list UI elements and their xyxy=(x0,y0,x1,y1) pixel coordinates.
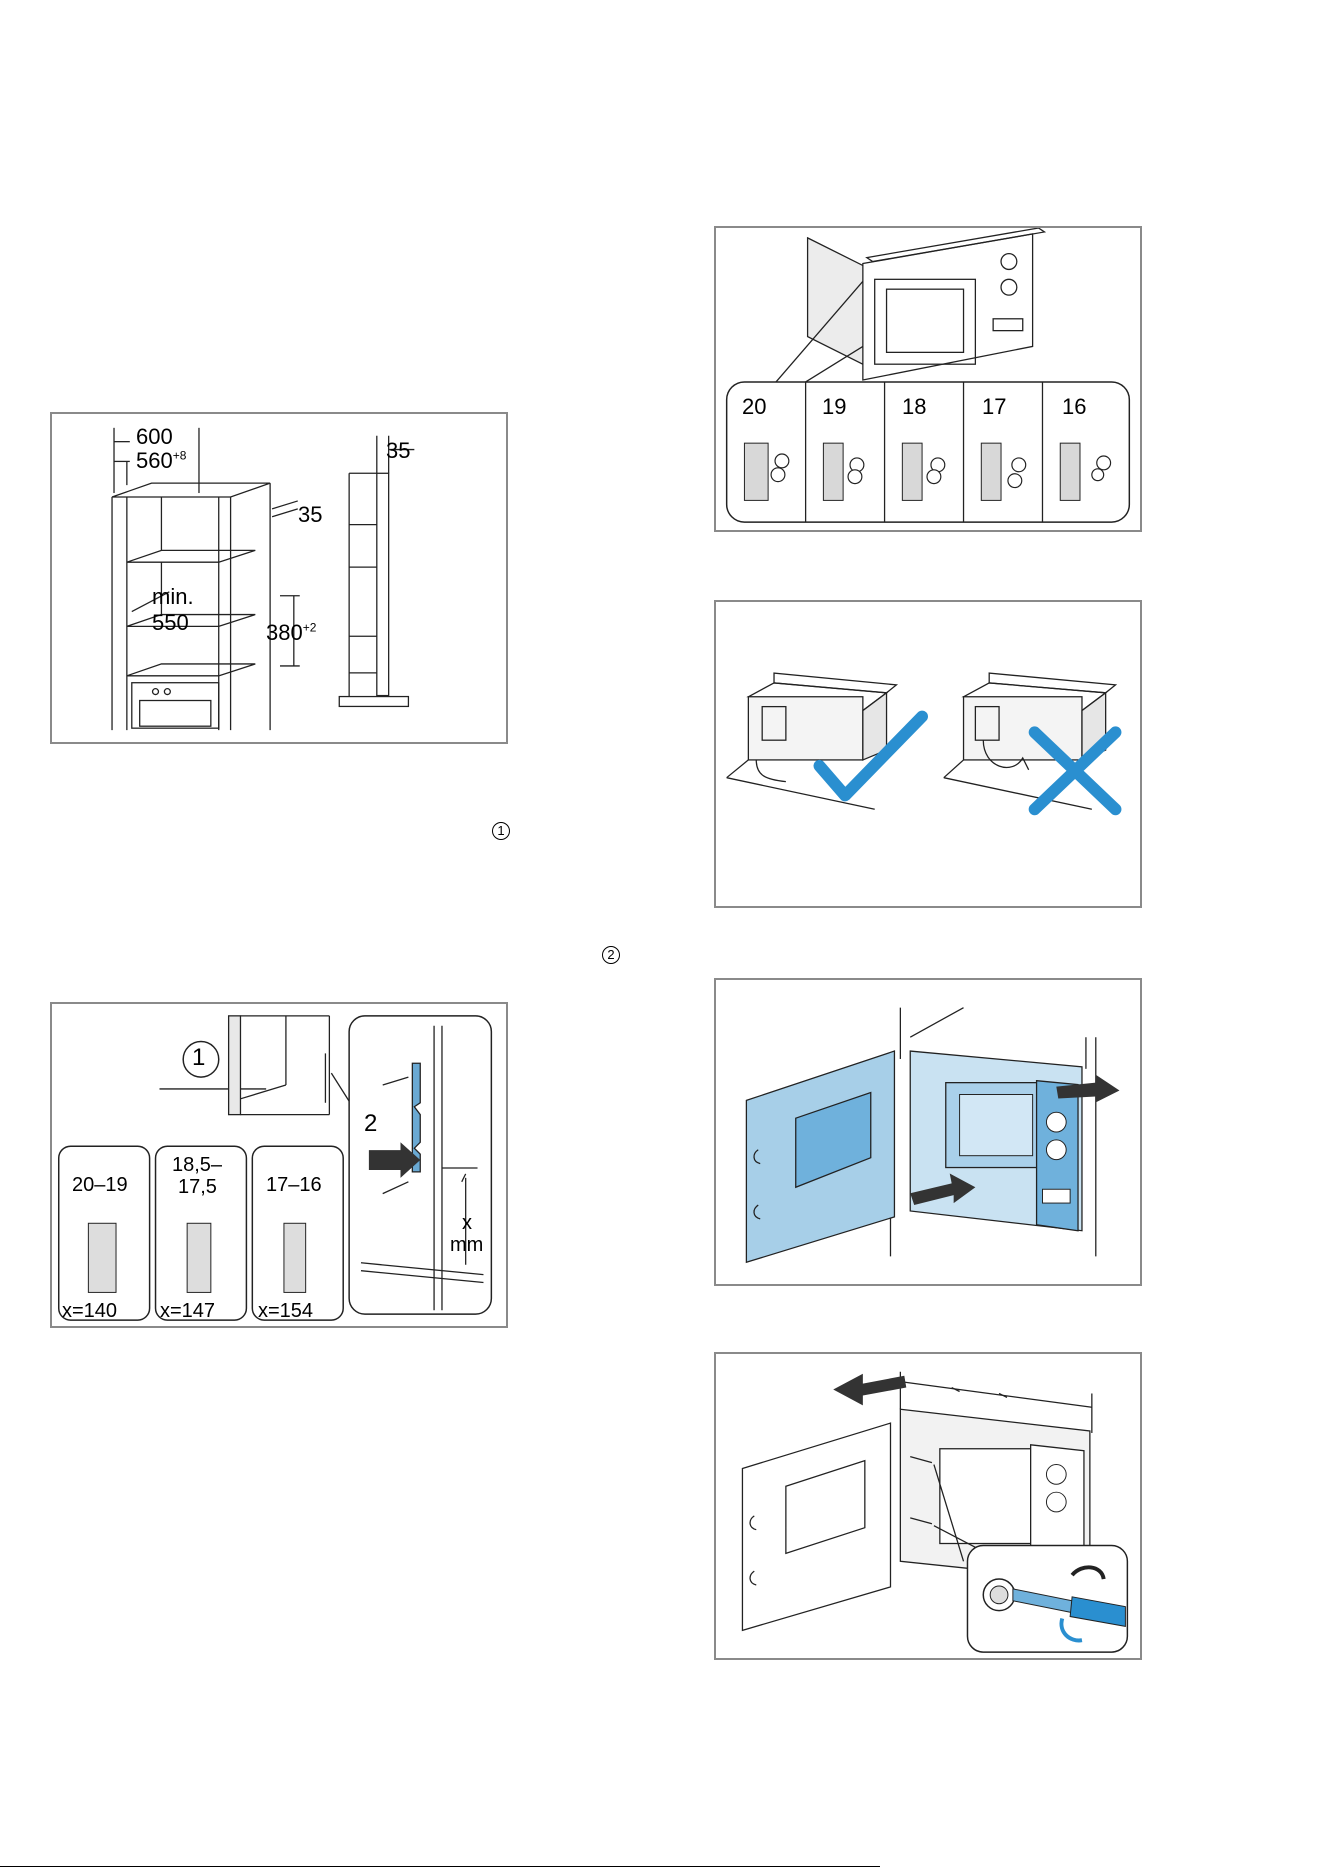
dim-560-label: 560+8 xyxy=(136,448,186,474)
thickness-value-16: 16 xyxy=(1062,394,1086,420)
thickness-value-17: 17 xyxy=(982,394,1006,420)
bracket-mounting-drawing xyxy=(52,1004,506,1326)
thickness-range-17-16: 17–16 xyxy=(266,1174,322,1197)
callout-marker-2: 2 xyxy=(602,946,620,964)
dim-380-tolerance: +2 xyxy=(303,621,317,635)
dim-min-label: min. xyxy=(152,584,194,610)
dim-560-value: 560 xyxy=(136,448,173,473)
dim-380-label: 380+2 xyxy=(266,620,316,646)
figure-screw-fixing xyxy=(714,1352,1142,1660)
cabinet-dimension-drawing xyxy=(52,414,506,742)
figure-bracket-mounting: 1 2 20–19 18,5– 17,5 17–16 x=140 x=147 x… xyxy=(50,1002,508,1328)
footer-rule xyxy=(0,1866,880,1867)
thickness-value-18: 18 xyxy=(902,394,926,420)
dim-550-label: 550 xyxy=(152,610,189,636)
dim-35-top-label: 35 xyxy=(298,502,322,528)
thickness-range-18-5: 18,5– xyxy=(172,1154,222,1177)
thickness-value-20: 20 xyxy=(742,394,766,420)
thickness-range-20-19: 20–19 xyxy=(72,1174,128,1197)
bracket-marker-1: 1 xyxy=(192,1044,205,1072)
figure-cabinet-dimensions: 600 560+8 35 min. 550 380+2 35 xyxy=(50,412,508,744)
thickness-range-17-5: 17,5 xyxy=(178,1176,217,1199)
figure-cable-routing xyxy=(714,600,1142,908)
distance-mm-label: mm xyxy=(450,1234,483,1257)
distance-x-147: x=147 xyxy=(160,1300,215,1323)
figure-insert-appliance xyxy=(714,978,1142,1286)
dim-560-tolerance: +8 xyxy=(173,449,187,463)
callout-marker-1: 1 xyxy=(492,822,510,840)
screw-fixing-drawing xyxy=(716,1354,1140,1658)
dim-600-label: 600 xyxy=(136,424,173,450)
insert-appliance-drawing xyxy=(716,980,1140,1284)
cable-routing-drawing xyxy=(716,602,1140,906)
distance-x-label: x xyxy=(462,1212,472,1235)
bracket-marker-2: 2 xyxy=(364,1110,377,1138)
distance-x-154: x=154 xyxy=(258,1300,313,1323)
trim-thickness-drawing xyxy=(716,228,1140,530)
dim-380-value: 380 xyxy=(266,620,303,645)
figure-trim-thickness: 20 19 18 17 16 xyxy=(714,226,1142,532)
distance-x-140: x=140 xyxy=(62,1300,117,1323)
thickness-value-19: 19 xyxy=(822,394,846,420)
dim-35-side-label: 35 xyxy=(386,438,410,464)
